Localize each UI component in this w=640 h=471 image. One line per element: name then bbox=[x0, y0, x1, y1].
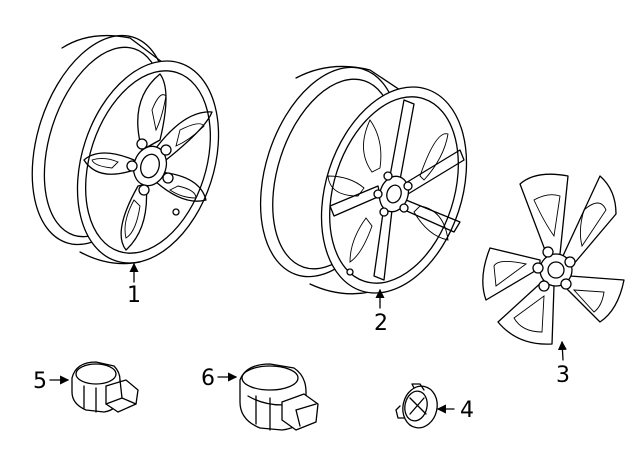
lock-nut-6-illustration bbox=[239, 363, 319, 431]
callout-3: 3 bbox=[556, 363, 570, 388]
leader-3 bbox=[557, 340, 567, 361]
callout-2: 2 bbox=[374, 311, 388, 336]
callout-4: 4 bbox=[460, 398, 474, 423]
wheel-cover-3-illustration bbox=[482, 173, 625, 345]
leader-lines bbox=[49, 262, 567, 414]
callout-6: 6 bbox=[201, 366, 215, 391]
callout-1: 1 bbox=[127, 283, 141, 308]
center-cap-4-illustration bbox=[395, 383, 438, 429]
wheel-2-illustration bbox=[259, 65, 468, 295]
wheel-1-illustration bbox=[31, 34, 220, 265]
callout-5: 5 bbox=[33, 369, 47, 394]
lug-nut-5-illustration bbox=[71, 361, 139, 413]
